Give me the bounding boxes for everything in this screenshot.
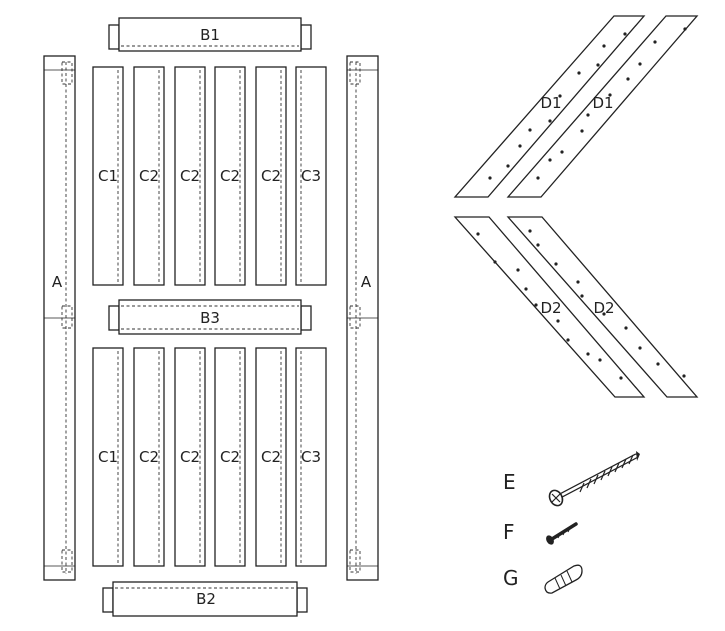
part-b1: B1 [108,17,312,52]
part-b3: B3 [108,299,312,335]
hardware-e: E [503,451,640,507]
c-slats-top-row: C1 C2 C2 C2 C2 C3 [92,66,327,286]
part-a-left: A [43,55,76,581]
part-b1-label: B1 [200,26,220,44]
part-b3-label: B3 [200,309,220,327]
hardware-f-label: F [503,520,515,544]
short-screw-icon [546,522,578,545]
c-slat: C2 [133,347,165,567]
c-slat: C1 [92,347,124,567]
c-slat: C3 [295,347,327,567]
c-slat-label: C2 [180,167,200,185]
c-slat: C2 [255,66,287,286]
part-d1-left: D1 [453,15,646,198]
c-slat-label: C3 [301,448,321,466]
c-slat-label: C1 [98,448,118,466]
c-slat: C2 [214,66,246,286]
c-slat-label: C2 [220,167,240,185]
part-d1-right: D1 [506,15,699,198]
c-slat-label: C3 [301,167,321,185]
c-slat: C1 [92,66,124,286]
part-d1-label: D1 [592,94,613,112]
hardware-g: G [503,564,583,594]
c-slat: C3 [295,66,327,286]
part-b2: B2 [102,581,308,617]
c-slat: C2 [214,347,246,567]
c-slat-label: C2 [261,448,281,466]
c-slat-label: C2 [139,448,159,466]
hardware-f: F [503,520,578,545]
hardware-g-label: G [503,566,519,590]
hardware-e-label: E [503,470,516,494]
part-d2-left: D2 [453,216,646,398]
c-slat-label: C2 [220,448,240,466]
part-a-left-label: A [52,273,63,291]
part-d2-label: D2 [540,299,561,317]
c-slat: C2 [174,347,206,567]
wall-anchor-icon [544,564,583,594]
c-slat: C2 [133,66,165,286]
part-a-right: A [346,55,379,581]
c-slat-label: C2 [180,448,200,466]
part-d2-right: D2 [506,216,699,398]
c-slat-label: C2 [139,167,159,185]
c-slats-bottom-row: C1 C2 C2 C2 C2 C3 [92,347,327,567]
part-a-right-label: A [361,273,372,291]
c-slat: C2 [174,66,206,286]
c-slat: C2 [255,347,287,567]
part-d2-label: D2 [593,299,614,317]
c-slat-label: C2 [261,167,281,185]
c-slat-label: C1 [98,167,118,185]
part-b2-label: B2 [196,590,216,608]
part-d1-label: D1 [540,94,561,112]
long-screw-icon [548,451,640,507]
